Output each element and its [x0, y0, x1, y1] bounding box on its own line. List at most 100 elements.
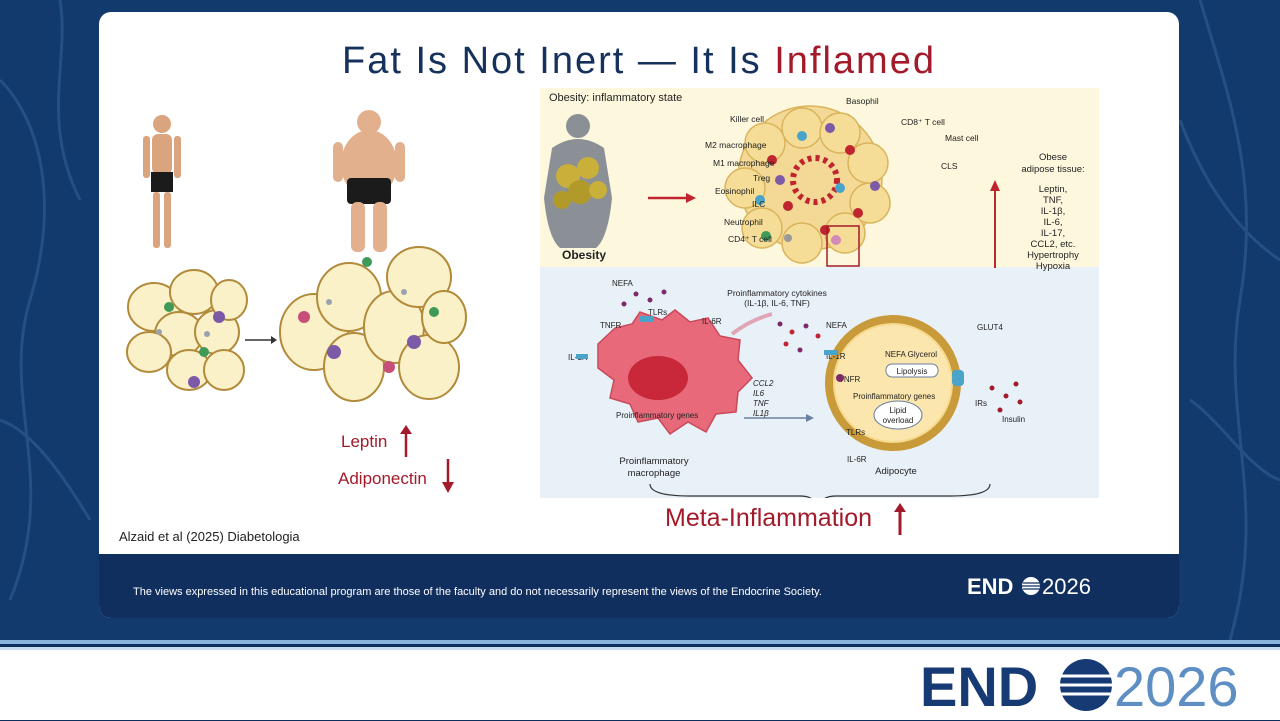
- svg-text:macrophage: macrophage: [628, 468, 681, 479]
- svg-text:CCL2: CCL2: [753, 379, 774, 388]
- leptin-label: Leptin: [341, 432, 388, 451]
- svg-text:Hypertrophy: Hypertrophy: [1027, 250, 1079, 261]
- increase-arrow-head: [990, 180, 1000, 191]
- svg-text:overload: overload: [883, 416, 914, 425]
- svg-text:IL-17,: IL-17,: [1041, 228, 1065, 239]
- lean-adipocyte-cluster: [126, 269, 248, 391]
- globe-icon: [1060, 659, 1112, 711]
- label-treg: Treg: [753, 173, 770, 183]
- cytokine-arrow: [730, 312, 773, 336]
- svg-text:TNFR: TNFR: [839, 375, 861, 384]
- proinflammatory-macrophage: [597, 309, 753, 436]
- label-ilc: ILC: [752, 199, 765, 209]
- svg-text:TLRs: TLRs: [648, 308, 667, 317]
- figure-top-title: Obesity: inflammatory state: [549, 92, 682, 104]
- citation: Alzaid et al (2025) Diabetologia: [119, 529, 300, 544]
- adiponectin-down-arrow: [442, 459, 454, 493]
- zoom-box: [826, 225, 860, 267]
- svg-text:IL6: IL6: [753, 389, 765, 398]
- logo-year: 2026: [1114, 655, 1239, 716]
- lean-person-figure: [143, 115, 181, 248]
- svg-text:Leptin,: Leptin,: [1039, 184, 1068, 195]
- slide: Fat Is Not Inert — It Is Inflamed: [99, 12, 1179, 618]
- svg-text:Insulin: Insulin: [1002, 415, 1025, 424]
- obesity-label: Obesity: [562, 248, 606, 262]
- cell-labels: Killer cell Basophil CD8⁺ T cell Mast ce…: [705, 96, 979, 244]
- globe-icon: [1022, 577, 1040, 595]
- obesity-to-tissue-arrow: [648, 193, 696, 203]
- progression-arrow: [245, 336, 277, 344]
- title-text: Fat Is Not Inert — It Is: [342, 40, 775, 82]
- svg-text:IL-1β,: IL-1β,: [1041, 206, 1065, 217]
- svg-text:Proinflammatory cytokines: Proinflammatory cytokines: [727, 288, 827, 298]
- adiponectin-label: Adiponectin: [338, 469, 427, 488]
- leptin-up-arrow: [400, 425, 412, 457]
- cytokines-label: Proinflammatory cytokines (IL-1β, IL-6, …: [727, 288, 827, 308]
- svg-text:TNF,: TNF,: [1043, 195, 1063, 206]
- svg-text:Obese: Obese: [1039, 152, 1067, 163]
- svg-text:TNFR: TNFR: [600, 321, 622, 330]
- title-highlight: Inflamed: [774, 40, 936, 82]
- lipolysis-label: Lipolysis: [897, 367, 928, 376]
- divider-stripe-light: [0, 647, 1280, 650]
- obese-person-figure: [333, 110, 405, 252]
- label-eosinophil: Eosinophil: [715, 186, 754, 196]
- insulin-dots: [989, 381, 1023, 413]
- footer-logo-prefix: END: [967, 574, 1013, 598]
- obesity-silhouette: [544, 114, 612, 248]
- adipose-tissue-cluster: [724, 105, 891, 264]
- svg-text:NEFA: NEFA: [826, 321, 848, 330]
- divider-stripe: [0, 640, 1280, 644]
- svg-text:GLUT4: GLUT4: [977, 323, 1003, 332]
- slide-footer: [99, 554, 1179, 618]
- disclaimer-text: The views expressed in this educational …: [133, 586, 822, 598]
- label-cd4-t-cell: CD4⁺ T cell: [728, 234, 772, 244]
- obese-tissue-list: Obese adipose tissue: Leptin, TNF, IL-1β…: [1021, 152, 1084, 272]
- immune-cells: [755, 123, 880, 245]
- svg-text:IRs: IRs: [975, 399, 987, 408]
- label-basophil: Basophil: [846, 96, 879, 106]
- svg-text:NEFA: NEFA: [612, 279, 634, 288]
- endo-2026-logo: END 2026: [918, 652, 1268, 721]
- svg-text:Hypoxia: Hypoxia: [1036, 261, 1071, 272]
- label-m1-macrophage: M1 macrophage: [713, 158, 775, 168]
- svg-text:Proinflammatory genes: Proinflammatory genes: [853, 392, 935, 401]
- svg-text:adipose tissue:: adipose tissue:: [1021, 164, 1084, 175]
- svg-text:IL-6R: IL-6R: [702, 317, 722, 326]
- label-cls: CLS: [941, 161, 958, 171]
- adipocyte-labels: NEFA IL-1R TNFR NEFA Glycerol TLRs IL-6R…: [826, 321, 1025, 464]
- svg-text:TLRs: TLRs: [846, 428, 865, 437]
- svg-text:Proinflammatory: Proinflammatory: [619, 456, 688, 467]
- logo-prefix: END: [920, 655, 1038, 716]
- meta-inflammation-up-arrow: [894, 503, 906, 535]
- label-cd8-t-cell: CD8⁺ T cell: [901, 117, 945, 127]
- obese-immune-cells: [298, 257, 439, 373]
- svg-text:CCL2, etc.: CCL2, etc.: [1031, 239, 1076, 250]
- footer-logo-year: 2026: [1042, 574, 1091, 598]
- svg-text:IL-1R: IL-1R: [826, 352, 846, 361]
- grouping-brace: [649, 483, 991, 498]
- svg-text:IL1β: IL1β: [753, 409, 769, 418]
- lean-immune-cells: [156, 302, 225, 388]
- lean-vs-obese-illustration: [126, 110, 467, 402]
- cytokine-dots: [621, 289, 821, 353]
- svg-text:(IL-1β, IL-6, TNF): (IL-1β, IL-6, TNF): [744, 298, 810, 308]
- macrophage-caption: Proinflammatory macrophage: [619, 456, 688, 479]
- obese-adipocyte-cluster: [279, 246, 467, 402]
- svg-text:TNF: TNF: [753, 399, 770, 408]
- svg-text:NEFA Glycerol: NEFA Glycerol: [885, 350, 937, 359]
- lipid-overload-label: Lipid overload: [883, 406, 914, 425]
- meta-inflammation-figure: Obesity: inflammatory state Obesity: [540, 88, 1099, 498]
- footer-endo-logo: END 2026: [967, 574, 1107, 603]
- meta-inflammation-label: Meta-Inflammation: [665, 504, 873, 532]
- adipocyte-caption: Adipocyte: [875, 466, 917, 477]
- slide-title: Fat Is Not Inert — It Is Inflamed: [99, 40, 1179, 83]
- label-mast-cell: Mast cell: [945, 133, 979, 143]
- label-killer-cell: Killer cell: [730, 114, 764, 124]
- svg-text:Proinflammatory genes: Proinflammatory genes: [616, 411, 698, 420]
- receptors: [576, 316, 964, 386]
- crown-like-structure: [790, 155, 840, 205]
- label-neutrophil: Neutrophil: [724, 217, 763, 227]
- svg-text:IL-6R: IL-6R: [847, 455, 867, 464]
- svg-text:IL-6,: IL-6,: [1043, 217, 1062, 228]
